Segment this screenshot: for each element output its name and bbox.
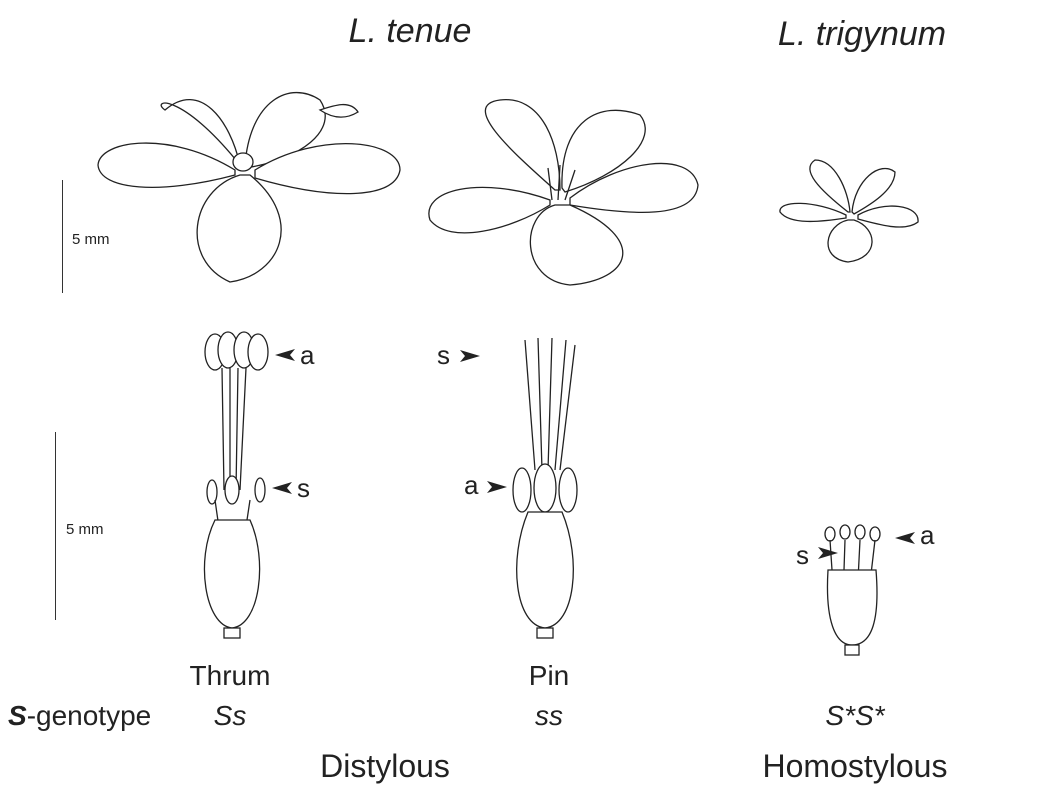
pin-flower-drawing bbox=[428, 99, 699, 286]
thrum-stigma-marker: s bbox=[297, 473, 310, 503]
organ-scale-bar bbox=[55, 432, 56, 620]
homostylous-anther-marker: a bbox=[920, 520, 935, 550]
homostylous-stigma-marker: s bbox=[796, 540, 809, 570]
arrow-icon bbox=[460, 350, 480, 362]
arrow-icon bbox=[275, 349, 295, 361]
species-title-tenue: L. tenue bbox=[348, 12, 472, 50]
homostylous-flower-drawing bbox=[779, 159, 919, 263]
thrum-label: Thrum bbox=[189, 660, 271, 691]
homostylous-organs-drawing bbox=[824, 524, 881, 656]
arrow-icon bbox=[895, 532, 915, 544]
thrum-flower-drawing bbox=[97, 91, 401, 283]
flower-scale-label: 5 mm bbox=[72, 231, 110, 248]
pin-organs-drawing bbox=[512, 337, 578, 639]
homostylous-genotype: S*S* bbox=[825, 700, 885, 731]
genotype-s-letter: S bbox=[8, 700, 27, 731]
species-title-trigynum: L. trigynum bbox=[777, 15, 947, 53]
thrum-organs-drawing bbox=[203, 331, 269, 639]
flower-scale-bar bbox=[62, 180, 63, 293]
genotype-row-label: S-genotype bbox=[8, 700, 151, 732]
pin-anther-marker: a bbox=[464, 470, 479, 500]
homostylous-label: Homostylous bbox=[762, 748, 948, 784]
distylous-label: Distylous bbox=[320, 748, 450, 784]
marker-arrows bbox=[272, 349, 915, 559]
pin-genotype: ss bbox=[535, 700, 563, 731]
arrow-icon bbox=[272, 482, 292, 494]
pin-stigma-marker: s bbox=[437, 340, 450, 370]
thrum-anther-marker: a bbox=[300, 340, 315, 370]
arrow-icon bbox=[487, 481, 507, 493]
pin-label: Pin bbox=[528, 660, 570, 691]
organ-scale-label: 5 mm bbox=[66, 521, 104, 538]
genotype-suffix: -genotype bbox=[26, 700, 152, 731]
thrum-genotype: Ss bbox=[213, 700, 247, 731]
arrow-icon bbox=[818, 547, 838, 559]
